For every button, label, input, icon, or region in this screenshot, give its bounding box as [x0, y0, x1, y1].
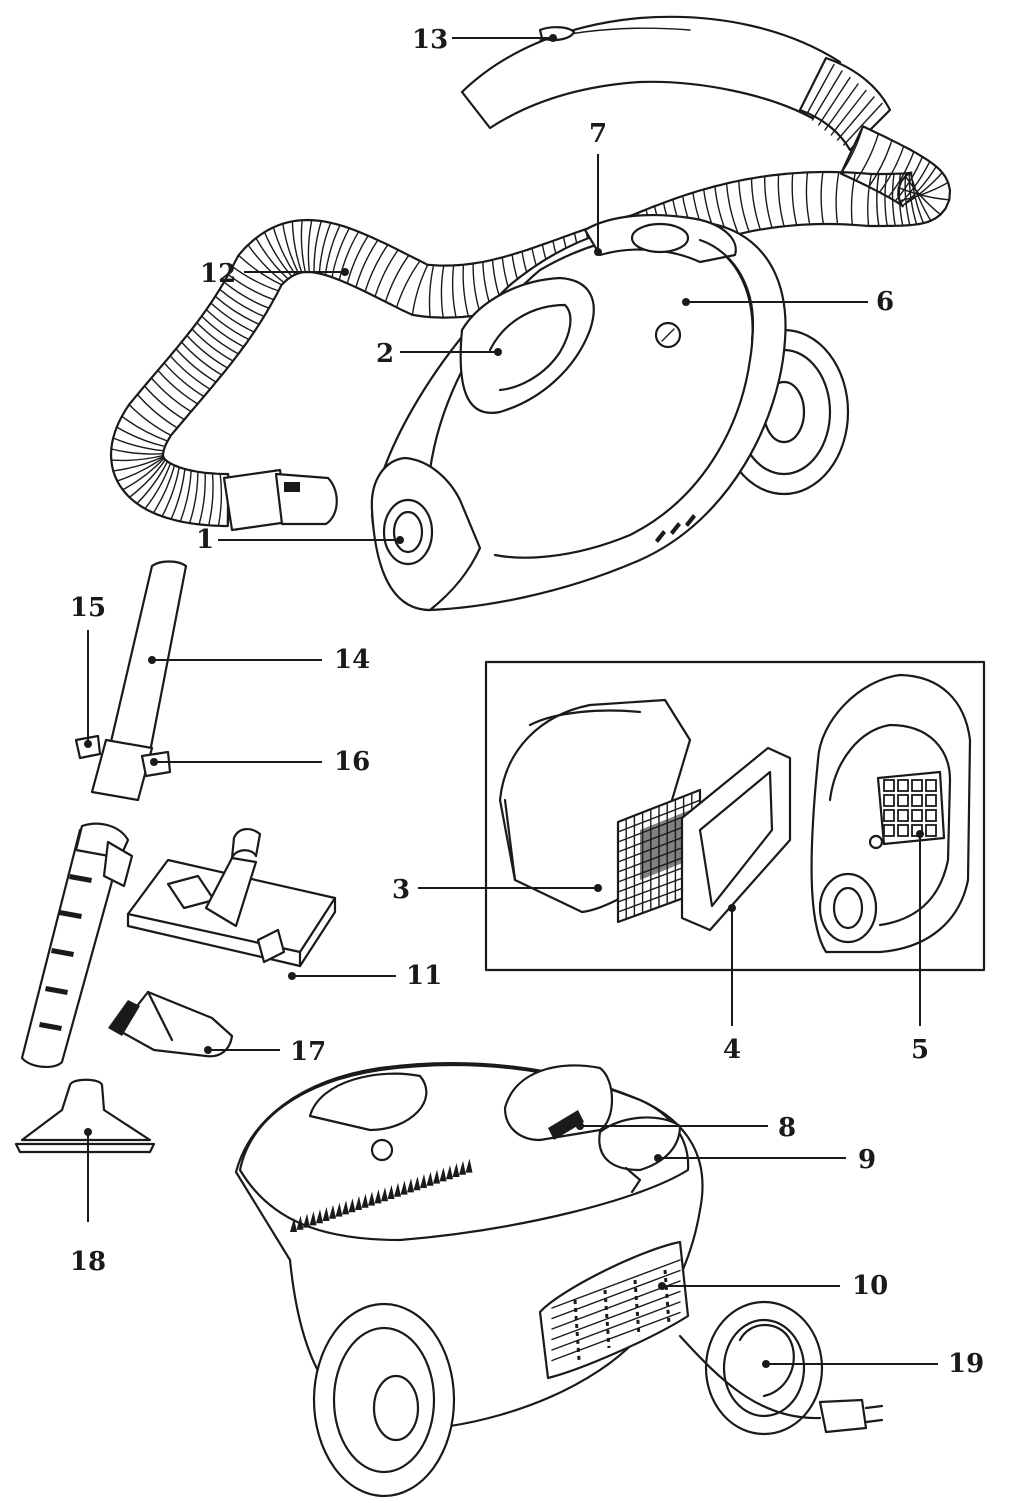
floor-brush-illustration [126, 828, 337, 968]
callout-target-dot [549, 34, 557, 42]
callout-14: 14 [148, 645, 370, 675]
callout-target-dot [728, 904, 736, 912]
callout-number: 15 [70, 593, 106, 623]
callout-target-dot [396, 536, 404, 544]
callout-1: 1 [196, 525, 404, 555]
callout-16: 16 [150, 747, 370, 777]
callout-target-dot [341, 268, 349, 276]
callout-target-dot [494, 348, 502, 356]
callout-number: 12 [200, 259, 236, 289]
callout-number: 1 [196, 525, 214, 555]
callout-target-dot [594, 884, 602, 892]
callout-number: 14 [334, 645, 370, 675]
callout-number: 8 [778, 1113, 796, 1143]
callout-3: 3 [392, 875, 602, 905]
tube-illustration [20, 560, 188, 1068]
callout-number: 17 [290, 1037, 326, 1067]
callout-4: 4 [723, 904, 741, 1065]
vacuum-body-illustration [222, 214, 850, 612]
callout-target-dot [288, 972, 296, 980]
callout-number: 16 [334, 747, 370, 777]
callout-7: 7 [589, 119, 607, 256]
dusting-brush-illustration [108, 990, 234, 1058]
callout-number: 13 [412, 25, 448, 55]
callout-target-dot [576, 1122, 584, 1130]
callout-target-dot [762, 1360, 770, 1368]
callout-target-dot [148, 656, 156, 664]
callout-target-dot [204, 1046, 212, 1054]
filter-inset [484, 660, 986, 972]
callout-number: 6 [876, 287, 894, 317]
callout-17: 17 [204, 1037, 326, 1067]
callout-number: 11 [406, 961, 442, 991]
callout-5: 5 [911, 830, 929, 1065]
callout-number: 18 [70, 1247, 106, 1277]
callout-8: 8 [576, 1113, 796, 1143]
callout-number: 5 [911, 1035, 929, 1065]
callout-number: 7 [589, 119, 607, 149]
hose-handle-illustration [460, 15, 892, 152]
callout-number: 10 [852, 1271, 888, 1301]
callout-2: 2 [376, 339, 502, 369]
callout-18: 18 [70, 1128, 106, 1277]
callout-6: 6 [682, 287, 894, 317]
callout-target-dot [150, 758, 158, 766]
callout-target-dot [84, 740, 92, 748]
crevice-tool-illustration [14, 1078, 156, 1154]
callout-target-dot [916, 830, 924, 838]
callout-12: 12 [200, 259, 349, 289]
vacuum-rear-illustration [234, 1062, 884, 1498]
callout-number: 3 [392, 875, 410, 905]
callout-15: 15 [70, 593, 106, 748]
hose-illustration [109, 125, 952, 528]
callout-10: 10 [658, 1271, 888, 1301]
callout-target-dot [682, 298, 690, 306]
callout-number: 19 [948, 1349, 984, 1379]
callout-target-dot [594, 248, 602, 256]
callout-number: 2 [376, 339, 394, 369]
callout-target-dot [84, 1128, 92, 1136]
callout-19: 19 [762, 1349, 984, 1379]
callout-target-dot [654, 1154, 662, 1162]
callout-number: 4 [723, 1035, 741, 1065]
callout-13: 13 [412, 25, 557, 55]
callout-number: 9 [858, 1145, 876, 1175]
callout-9: 9 [654, 1145, 876, 1175]
callout-11: 11 [288, 961, 442, 991]
callout-target-dot [658, 1282, 666, 1290]
